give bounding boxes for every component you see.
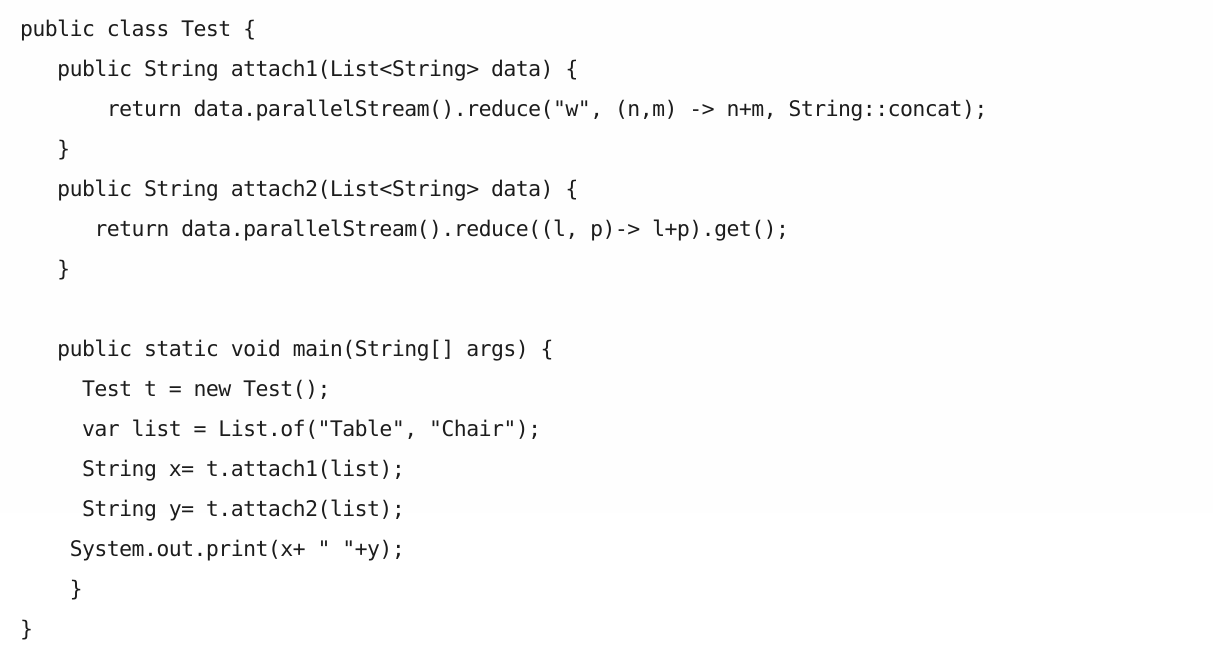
code-line: public String attach2(List<String> data)…	[20, 177, 578, 202]
code-line: public static void main(String[] args) {	[20, 337, 553, 362]
code-line: }	[20, 577, 83, 602]
code-line: }	[20, 137, 70, 162]
code-line: }	[20, 257, 70, 282]
code-line: var list = List.of("Table", "Chair");	[20, 417, 541, 442]
code-line-blank	[0, 290, 1213, 330]
code-line: public class Test {	[20, 17, 256, 42]
code-line: return data.parallelStream().reduce("w",…	[20, 97, 988, 122]
code-listing: public class Test { public String attach…	[0, 17, 1213, 642]
code-line: public String attach1(List<String> data)…	[20, 57, 578, 82]
code-line: return data.parallelStream().reduce((l, …	[20, 217, 789, 242]
code-line: String x= t.attach1(list);	[20, 457, 405, 482]
code-line: String y= t.attach2(list);	[20, 497, 405, 522]
code-line: Test t = new Test();	[20, 377, 330, 402]
code-line: }	[20, 617, 33, 642]
code-line: System.out.print(x+ " "+y);	[20, 537, 405, 562]
